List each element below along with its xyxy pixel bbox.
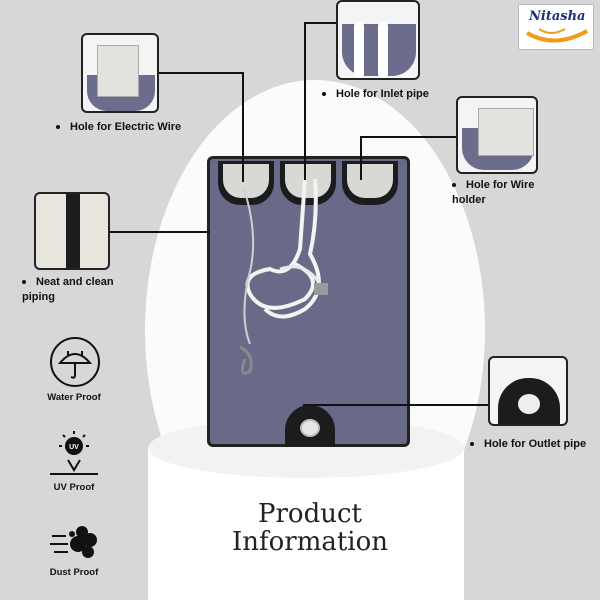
uv-proof-label: UV Proof xyxy=(53,482,95,493)
outlet-pipe-thumbnail xyxy=(488,356,568,426)
title-line-1: Product xyxy=(258,499,362,529)
electric-wire-label: Hole for Electric Wire xyxy=(56,120,181,135)
dust-proof-label: Dust Proof xyxy=(49,567,99,578)
outlet-pipe-label: Hole for Outlet pipe xyxy=(470,437,586,452)
brand-logo: Nitasha xyxy=(518,4,594,50)
water-proof-label: Water Proof xyxy=(47,392,101,403)
piping-label: Neat and clean piping xyxy=(22,276,114,303)
electric-wire-thumbnail xyxy=(81,33,159,113)
inlet-pipe-thumbnail xyxy=(336,0,420,80)
connector-line xyxy=(159,72,244,74)
uv-badge: UV xyxy=(69,444,79,451)
piping-thumbnail xyxy=(34,192,110,270)
uv-sun-icon: UV xyxy=(50,431,98,475)
connector-line xyxy=(304,22,336,24)
title-line-2: Information xyxy=(231,527,389,557)
pipes-and-wires-illustration xyxy=(239,178,328,375)
dust-cloud-icon xyxy=(50,526,97,558)
connector-line xyxy=(360,136,362,180)
page-title: Product Information xyxy=(200,500,420,556)
connector-line xyxy=(242,72,244,182)
inlet-pipe-hole xyxy=(280,161,336,205)
connector-line xyxy=(110,231,210,233)
wire-holder-thumbnail xyxy=(456,96,538,174)
brand-logo-text: Nitasha xyxy=(529,9,586,24)
outlet-pipe-hole xyxy=(285,405,335,447)
connector-line xyxy=(360,136,456,138)
wire-holder-label: Hole for Wire holder xyxy=(452,179,535,206)
umbrella-icon xyxy=(50,337,100,387)
connector-line xyxy=(303,404,488,406)
connector-line xyxy=(304,22,306,180)
inlet-pipe-label: Hole for Inlet pipe xyxy=(322,87,429,102)
wire-holder-hole xyxy=(342,161,398,205)
water-purifier-cover xyxy=(207,156,410,447)
logo-swoosh-icon xyxy=(526,28,588,43)
